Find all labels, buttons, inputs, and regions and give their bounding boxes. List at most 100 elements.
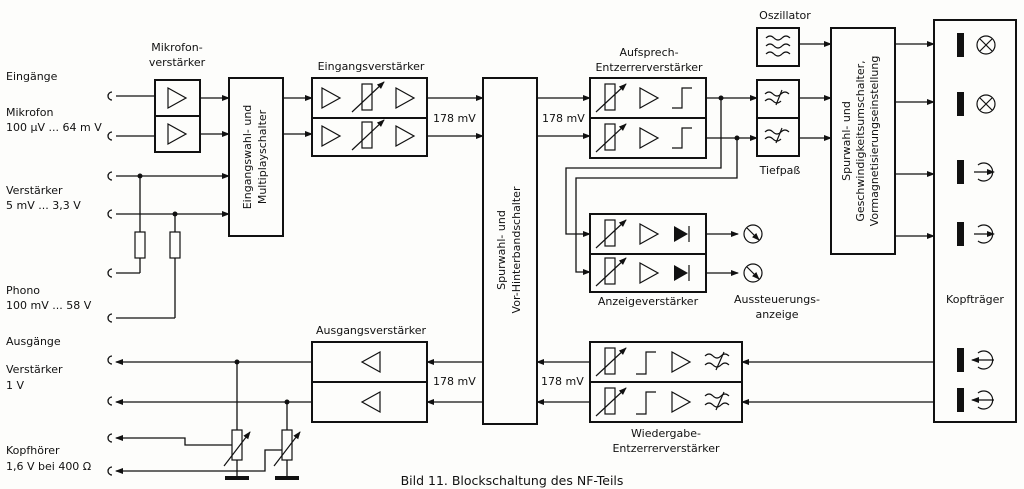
resistor-icon xyxy=(169,231,181,259)
sine-wave-icon xyxy=(765,51,791,57)
amp-output-label: Verstärker xyxy=(6,363,63,376)
amp-input-label: Verstärker xyxy=(6,184,63,197)
playback-head-icon xyxy=(957,348,964,372)
input-amp-block xyxy=(311,77,428,157)
potentiometer-icon xyxy=(604,347,616,375)
mic-amp-block xyxy=(154,79,201,153)
play-eq-block xyxy=(589,341,743,423)
playback-head-icon xyxy=(957,388,964,412)
mic-amp-title-2: verstärker xyxy=(149,56,206,69)
inputs-heading: Eingänge xyxy=(6,70,58,83)
input-jacks xyxy=(107,91,113,323)
amplifier-icon xyxy=(639,126,660,150)
ground-icon xyxy=(275,476,299,480)
amplifier-icon xyxy=(395,86,416,110)
input-select-block: Eingangswahl- und Multiplayschalter xyxy=(228,77,284,237)
lowpass-block xyxy=(756,79,800,157)
meter-icon xyxy=(743,224,763,244)
phono-input-level: 100 mV ... 58 V xyxy=(6,299,92,312)
play-eq-title-2: Entzerrerverstärker xyxy=(612,442,720,455)
level-from-play-eq: 178 mV xyxy=(541,375,584,388)
amplifier-icon xyxy=(671,390,692,414)
mic-input-label: Mikrofon xyxy=(6,106,54,119)
record-head-icon xyxy=(957,160,964,184)
ground-icon xyxy=(225,476,249,480)
diode-icon xyxy=(674,265,688,281)
amplifier-icon xyxy=(395,124,416,148)
level-meter-label-1: Aussteuerungs- xyxy=(734,293,820,306)
track-select-title-1: Spurwahl- und xyxy=(495,210,508,290)
amp-input-level: 5 mV ... 3,3 V xyxy=(6,199,81,212)
erase-head-icon xyxy=(957,33,964,57)
rec-eq-title-1: Aufsprech- xyxy=(619,46,678,59)
step-filter-icon xyxy=(636,351,656,375)
rec-eq-block xyxy=(589,77,707,159)
track-select-block: Spurwahl- und Vor-Hinterbandschalter xyxy=(482,77,538,425)
output-amp-title: Ausgangsverstärker xyxy=(316,324,426,337)
potentiometer-icon xyxy=(361,121,373,149)
speed-switch-title-1: Spurwahl- und xyxy=(840,101,853,181)
step-filter-icon xyxy=(672,127,692,149)
input-amp-title: Eingangsverstärker xyxy=(318,60,425,73)
record-head-icon xyxy=(957,222,964,246)
output-amp-block xyxy=(311,341,428,423)
amplifier-icon xyxy=(321,124,342,148)
sine-wave-icon xyxy=(765,35,791,41)
amplifier-icon xyxy=(671,350,692,374)
outputs-heading: Ausgänge xyxy=(6,335,61,348)
phones-output-label: Kopfhörer xyxy=(6,444,60,457)
level-after-input-amp: 178 mV xyxy=(433,112,476,125)
meter-icon xyxy=(743,263,763,283)
oscillator-block xyxy=(756,27,800,67)
phones-output-level: 1,6 V bei 400 Ω xyxy=(6,460,91,473)
lowpass-label: Tiefpaß xyxy=(759,164,801,177)
lowpass-icon xyxy=(764,136,782,142)
level-to-rec-eq: 178 mV xyxy=(542,112,585,125)
potentiometer-icon xyxy=(604,83,616,111)
lowpass-icon xyxy=(764,129,790,135)
amplifier-icon xyxy=(321,86,342,110)
amplifier-icon xyxy=(639,261,660,285)
erase-head-icon xyxy=(957,92,964,116)
sine-wave-icon xyxy=(765,43,791,49)
step-filter-icon xyxy=(636,391,656,415)
output-jacks xyxy=(107,355,113,476)
step-filter-icon xyxy=(672,87,692,109)
play-eq-title-1: Wiedergabe- xyxy=(631,427,701,440)
potentiometer-icon xyxy=(604,387,616,415)
amplifier-icon xyxy=(639,86,660,110)
input-select-title-1: Eingangswahl- und xyxy=(241,105,254,210)
speed-switch-block: Spurwahl- und Geschwindigkeitsumschalter… xyxy=(830,27,896,255)
head-carrier-label: Kopfträger xyxy=(946,293,1004,306)
mic-input-level: 100 µV ... 64 m V xyxy=(6,121,102,134)
potentiometer-icon xyxy=(604,219,616,247)
lowpass-icon xyxy=(764,98,782,104)
meter-amp-block xyxy=(589,213,707,293)
level-before-output-amp: 178 mV xyxy=(433,375,476,388)
potentiometer-icon xyxy=(361,83,373,111)
lowpass-icon xyxy=(704,353,730,359)
lowpass-icon xyxy=(704,393,730,399)
amplifier-icon xyxy=(639,222,660,246)
track-select-title-2: Vor-Hinterbandschalter xyxy=(510,186,523,313)
potentiometer-icon xyxy=(604,257,616,285)
amplifier-icon xyxy=(167,86,188,110)
lowpass-icon xyxy=(764,91,790,97)
rec-eq-title-2: Entzerrerverstärker xyxy=(595,61,703,74)
oscillator-label: Oszillator xyxy=(759,9,811,22)
figure-caption: Bild 11. Blockschaltung des NF-Teils xyxy=(401,473,624,488)
level-meter-icons xyxy=(743,224,763,283)
level-meter-label-2: anzeige xyxy=(755,308,798,321)
speed-switch-title-3: Vormagnetisierungseinstellung xyxy=(868,56,881,227)
amplifier-icon xyxy=(167,122,188,146)
diode-icon xyxy=(674,226,688,242)
resistor-icon xyxy=(134,231,146,259)
phono-input-label: Phono xyxy=(6,284,40,297)
mic-amp-title-1: Mikrofon- xyxy=(151,41,203,54)
amplifier-icon xyxy=(360,350,381,374)
amp-output-level: 1 V xyxy=(6,379,24,392)
head-carrier-block: Kopfträger xyxy=(933,19,1017,423)
input-select-title-2: Multiplayschalter xyxy=(256,109,269,204)
